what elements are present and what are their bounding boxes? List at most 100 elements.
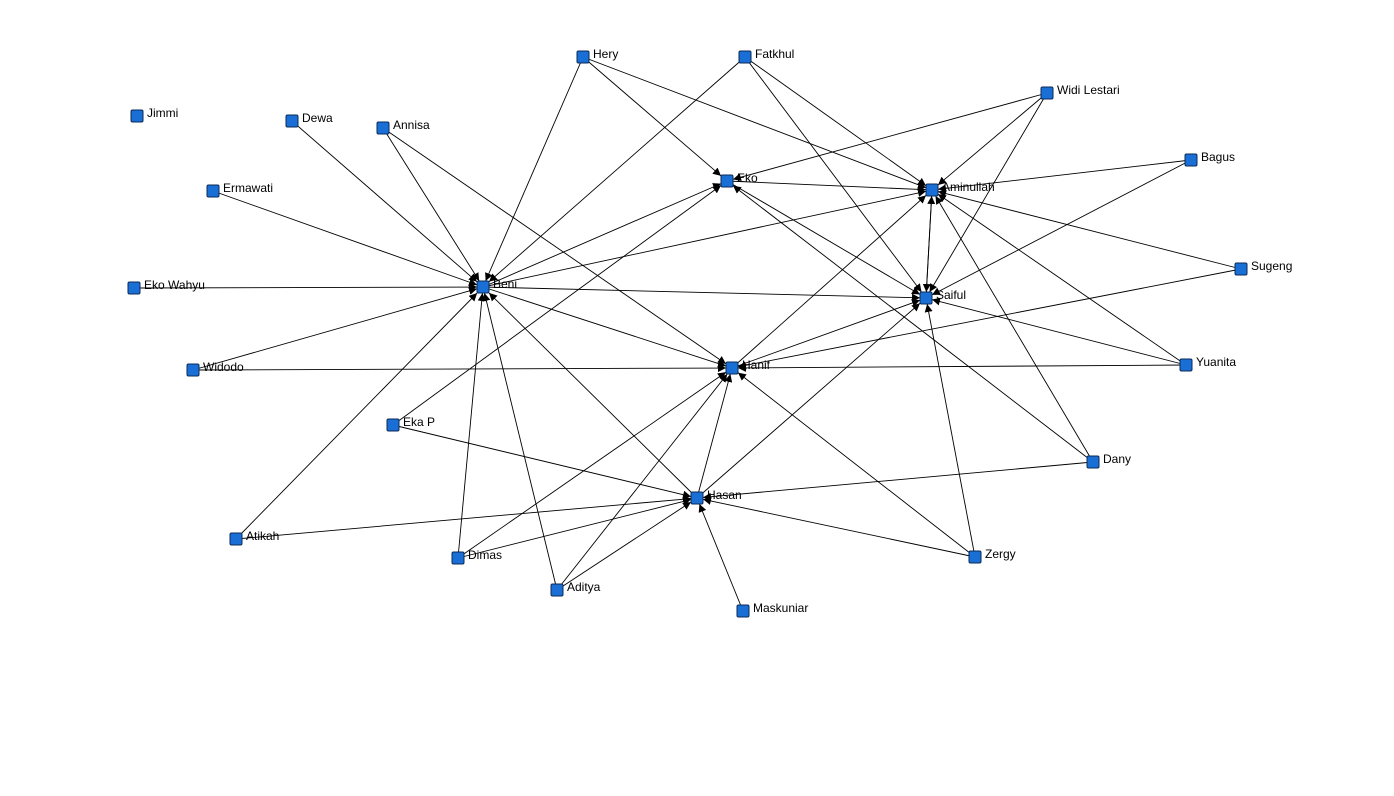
node-label: Annisa [393,118,430,132]
node-label: Dewa [302,111,333,125]
edge-yuanita-to-aminullah [937,193,1187,366]
edges-layer [133,56,1242,612]
node-square[interactable] [1040,86,1054,100]
node-square[interactable] [550,583,564,597]
node-square[interactable] [130,109,144,123]
node-annisa[interactable]: Annisa [376,118,430,135]
node-ekap[interactable]: Eka P [386,415,435,432]
edge-hasan-to-saiful [696,302,921,499]
node-aminullah[interactable]: Aminullah [925,180,995,197]
edge-ermawati-to-beni [212,190,478,286]
node-ermawati[interactable]: Ermawati [206,181,273,198]
node-dany[interactable]: Dany [1086,452,1131,469]
node-label: Zergy [985,547,1016,561]
node-hanif[interactable]: Hanif [725,358,771,375]
edge-bagus-to-aminullah [937,159,1192,193]
node-label: Maskuniar [753,601,808,615]
node-dewa[interactable]: Dewa [285,111,333,128]
edge-dany-to-eko [732,185,1094,463]
edge-hanif-to-saiful [731,299,921,369]
edge-aditya-to-hanif [556,373,728,591]
edge-beni-to-hanif [482,286,727,368]
edge-hasan-to-hanif [696,373,733,499]
node-square[interactable] [925,183,939,197]
node-square[interactable] [690,491,704,505]
edge-sugeng-to-hanif [737,268,1242,370]
edge-annisa-to-hanif [382,127,727,365]
edge-beni-to-eko [482,183,722,288]
node-label: Hasan [707,488,742,502]
node-square[interactable] [285,114,299,128]
edge-yuanita-to-saiful [931,297,1187,366]
node-atikah[interactable]: Atikah [229,529,279,546]
node-label: Atikah [246,529,279,543]
node-square[interactable] [229,532,243,546]
edge-atikah-to-beni [235,292,478,540]
edge-aditya-to-beni [482,292,558,591]
node-square[interactable] [736,604,750,618]
node-square[interactable] [1179,358,1193,372]
node-beni[interactable]: Beni [476,277,517,294]
node-saiful[interactable]: Saiful [919,288,966,305]
node-square[interactable] [720,174,734,188]
node-widodo[interactable]: Widodo [186,360,244,377]
edge-hery-to-aminullah [582,56,927,189]
edge-dimas-to-beni [457,292,486,559]
node-square[interactable] [576,50,590,64]
node-square[interactable] [476,280,490,294]
node-sugeng[interactable]: Sugeng [1234,259,1292,276]
node-dimas[interactable]: Dimas [451,548,502,565]
node-square[interactable] [738,50,752,64]
node-square[interactable] [1086,455,1100,469]
node-yuanita[interactable]: Yuanita [1179,355,1236,372]
node-square[interactable] [451,551,465,565]
edge-eko-to-aminullah [726,180,927,194]
node-ekowahyu[interactable]: Eko Wahyu [127,278,205,295]
node-label: Eko [737,171,758,185]
node-label: Dimas [468,548,502,562]
node-square[interactable] [1234,262,1248,276]
edge-hery-to-beni [485,56,584,282]
node-label: Hery [593,47,618,61]
node-square[interactable] [919,291,933,305]
node-maskuniar[interactable]: Maskuniar [736,601,808,618]
edge-widodo-to-hanif [192,364,727,373]
node-fatkhul[interactable]: Fatkhul [738,47,794,64]
node-square[interactable] [206,184,220,198]
node-label: Beni [493,277,517,291]
node-zergy[interactable]: Zergy [968,547,1016,564]
node-hery[interactable]: Hery [576,47,618,64]
edge-eko-to-saiful [726,180,921,295]
node-aditya[interactable]: Aditya [550,580,601,597]
node-square[interactable] [386,418,400,432]
edge-widodo-to-beni [192,287,478,371]
node-eko[interactable]: Eko [720,171,758,188]
node-widi[interactable]: Widi Lestari [1040,83,1120,100]
node-label: Ermawati [223,181,273,195]
edge-beni-to-aminullah [482,189,927,288]
node-label: Eka P [403,415,435,429]
edge-sugeng-to-aminullah [937,189,1242,270]
node-square[interactable] [725,361,739,375]
node-jimmi[interactable]: Jimmi [130,106,178,123]
node-square[interactable] [127,281,141,295]
edge-dimas-to-hanif [457,371,727,559]
node-label: Eko Wahyu [144,278,205,292]
edge-bagus-to-saiful [931,159,1192,296]
node-square[interactable] [968,550,982,564]
node-bagus[interactable]: Bagus [1184,150,1235,167]
edge-hasan-to-beni [488,292,698,499]
node-hasan[interactable]: Hasan [690,488,742,505]
edge-zergy-to-saiful [924,303,976,558]
node-label: Fatkhul [755,47,794,61]
edge-beni-to-saiful [482,286,921,302]
node-square[interactable] [376,121,390,135]
edge-widi-to-aminullah [937,92,1048,186]
node-square[interactable] [1184,153,1198,167]
edge-dany-to-aminullah [935,195,1094,463]
node-square[interactable] [186,363,200,377]
edge-annisa-to-beni [382,127,480,282]
node-label: Hanif [742,358,771,372]
node-label: Jimmi [147,106,178,120]
